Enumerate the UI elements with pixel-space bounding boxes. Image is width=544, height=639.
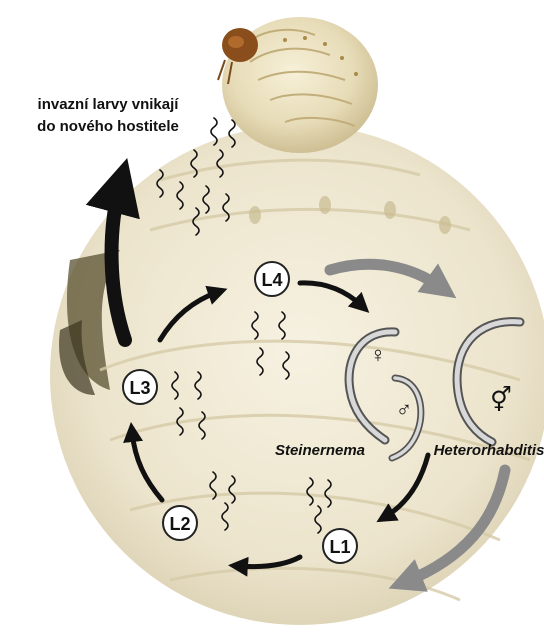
stage-l1-label: L1 (329, 537, 350, 557)
stage-l1: L1 (323, 529, 357, 563)
caption-line-2: do nového hostitele (37, 118, 179, 135)
caption-line-1: invazní larvy vnikají (38, 96, 180, 113)
genus-heterorhabditis-label: Heterorhabditis (434, 442, 544, 459)
stage-l4-label: L4 (261, 270, 282, 290)
female-symbol-steinernema: ♀ (370, 342, 387, 367)
stage-l2-label: L2 (169, 514, 190, 534)
stage-l2: L2 (163, 506, 197, 540)
male-symbol-steinernema: ♂ (396, 397, 413, 422)
genus-steinernema-label: Steinernema (275, 442, 365, 459)
hermaphrodite-symbol-heterorhabditis: ⚥ (490, 386, 512, 414)
stage-l3: L3 (123, 370, 157, 404)
stage-l3-label: L3 (129, 378, 150, 398)
stage-l4: L4 (255, 262, 289, 296)
host-grub-body (50, 125, 544, 625)
